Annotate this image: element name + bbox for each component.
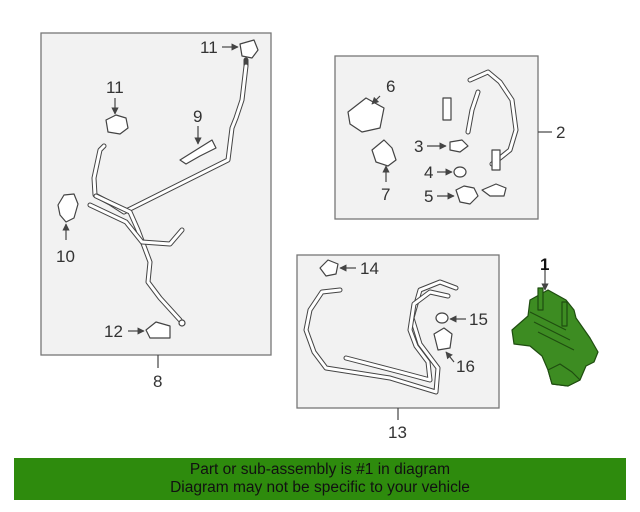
footer-line-2: Diagram may not be specific to your vehi… — [170, 479, 470, 496]
panel-2-group: 6 7 3 4 5 2 — [334, 55, 565, 220]
part-4-washer — [453, 166, 467, 178]
callout-2: 2 — [556, 123, 565, 142]
callout-1: 1 — [540, 255, 549, 274]
leader-6 — [371, 95, 381, 105]
callout-15: 15 — [469, 310, 488, 329]
part-5-cap — [455, 185, 479, 205]
panel-2-box — [334, 55, 539, 220]
part-6-sensor — [347, 97, 385, 133]
callout-11-left: 11 — [106, 78, 124, 97]
part-11-clip — [105, 114, 129, 135]
part-2-fitting-end — [481, 183, 507, 197]
part-1-mount-bracket — [547, 363, 581, 387]
part-15-washer — [435, 312, 449, 324]
part-2-bolt-top — [442, 97, 452, 121]
callout-4: 4 — [424, 163, 433, 182]
part-1-group: 1 — [511, 255, 599, 387]
callout-10: 10 — [56, 247, 75, 266]
callout-12: 12 — [104, 322, 123, 341]
panel-13-box — [296, 254, 500, 409]
callout-13: 13 — [388, 423, 407, 442]
callout-16: 16 — [456, 357, 475, 376]
part-16-cap — [433, 327, 453, 351]
part-1-stud-right — [561, 301, 568, 327]
callout-3: 3 — [414, 137, 423, 156]
part-7-bracket — [371, 139, 397, 167]
callout-11-top: 11 — [200, 38, 218, 57]
part-1-stud-left — [537, 287, 544, 311]
callout-8: 8 — [153, 372, 162, 391]
panel-13-group: 14 15 16 13 — [296, 254, 500, 442]
part-12-clamp — [145, 321, 171, 339]
panel-8-group: 11 11 9 10 12 8 — [40, 32, 272, 391]
part-11-top-connector — [239, 39, 259, 59]
leader-16 — [445, 351, 455, 363]
callout-7: 7 — [381, 185, 390, 204]
part-10-sensor — [57, 193, 79, 223]
callout-9: 9 — [193, 107, 202, 126]
footer-banner: Part or sub-assembly is #1 in diagram Di… — [14, 458, 626, 500]
callout-14: 14 — [360, 259, 379, 278]
tube-end-cap — [178, 319, 186, 327]
part-14-clip — [319, 259, 339, 277]
part-9-bracket — [179, 139, 217, 165]
callout-6: 6 — [386, 77, 395, 96]
callout-5: 5 — [424, 187, 433, 206]
part-3-fitting — [449, 139, 469, 153]
part-2-bolt-mid — [491, 149, 501, 171]
footer-line-1: Part or sub-assembly is #1 in diagram — [189, 461, 451, 478]
